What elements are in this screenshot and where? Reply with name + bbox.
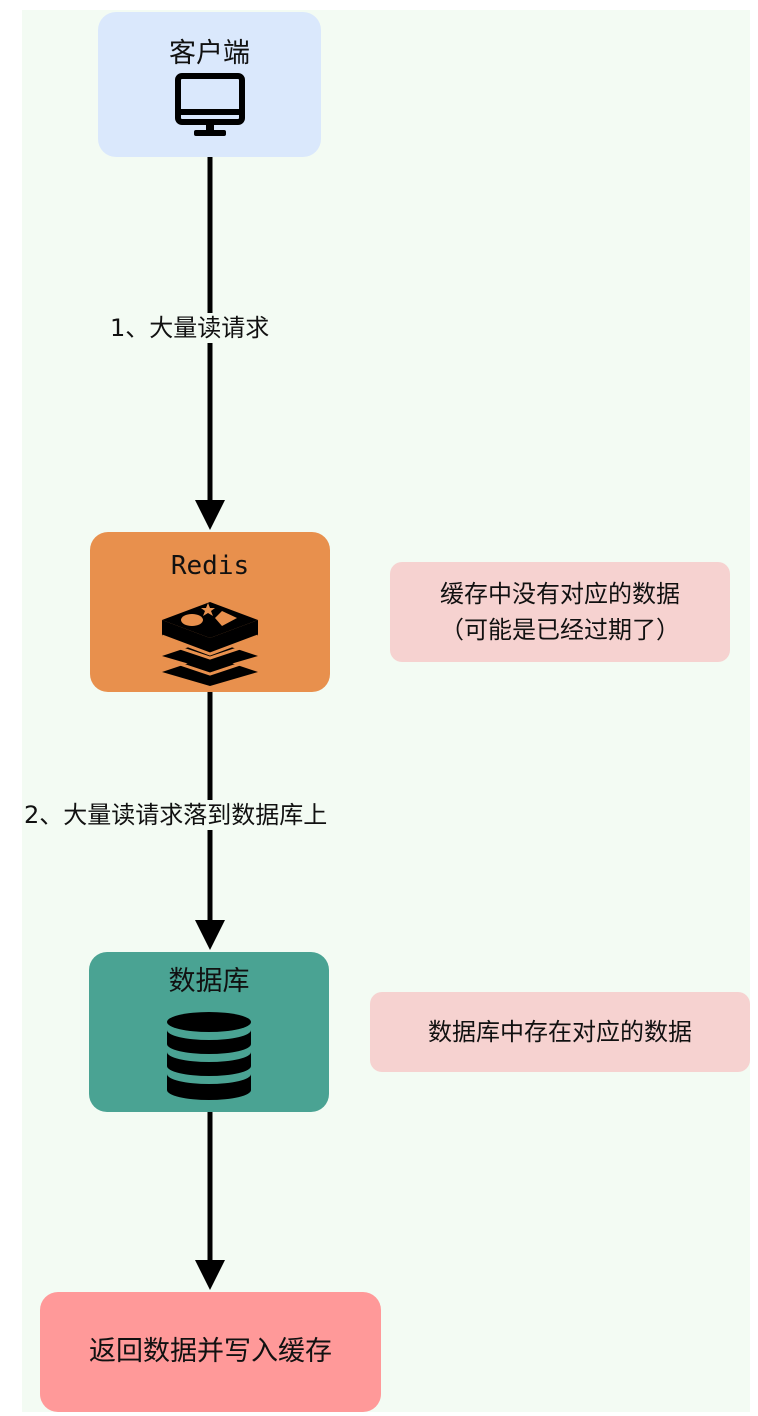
client-node: 客户端 (98, 12, 321, 157)
client-label: 客户端 (169, 38, 250, 69)
database-icon (167, 1012, 251, 1100)
db-note: 数据库中存在对应的数据 (370, 992, 750, 1072)
redis-node: Redis (90, 532, 330, 692)
arrowhead-redis (195, 500, 225, 530)
redis-note: 缓存中没有对应的数据 （可能是已经过期了） (390, 562, 730, 662)
redis-label: Redis (170, 551, 250, 581)
edge-label-step1: 1、大量读请求 (110, 313, 270, 343)
arrowhead-database (195, 920, 225, 950)
redis-note-line2: （可能是已经过期了） (440, 616, 680, 644)
db-note-text: 数据库中存在对应的数据 (428, 1018, 692, 1046)
result-label: 返回数据并写入缓存 (89, 1336, 332, 1367)
database-node: 数据库 (89, 952, 329, 1112)
monitor-icon (175, 73, 245, 136)
redis-logo-icon (161, 602, 259, 686)
arrowhead-result (195, 1260, 225, 1290)
diagram-canvas (22, 10, 750, 1412)
result-node: 返回数据并写入缓存 (40, 1292, 381, 1412)
redis-note-line1: 缓存中没有对应的数据 (440, 580, 680, 608)
edge-label-step2: 2、大量读请求落到数据库上 (24, 800, 328, 830)
database-label: 数据库 (168, 966, 250, 997)
